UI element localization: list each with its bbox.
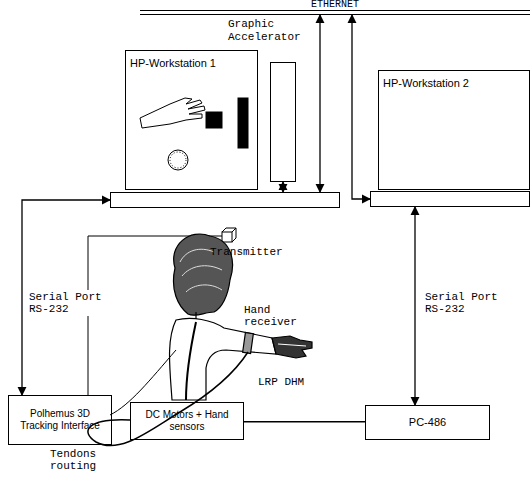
workstation: HP-Workstation 1: [110, 50, 340, 208]
motor-box: DC Motors + Hand sensors: [130, 402, 244, 440]
connector: [282, 182, 283, 192]
edge-label: Serial Port RS-232: [28, 290, 116, 316]
connector: [414, 207, 415, 405]
node-text: HP-Workstation 1: [130, 57, 216, 70]
connector: [352, 15, 370, 199]
pc-box: PC-486: [365, 405, 490, 440]
node-text: ETHERNET: [140, 0, 530, 11]
connector: [319, 15, 320, 192]
transmitter-label: Transmitter: [210, 246, 283, 258]
node-text: PC-486: [409, 416, 446, 429]
edge-label: Serial Port RS-232: [424, 290, 512, 316]
ethernet-bus: ETHERNET: [140, 0, 530, 18]
screen-scene: [140, 98, 248, 170]
operator-figure: [88, 234, 312, 446]
workstation-base: [110, 192, 340, 208]
tracking-interface-box: Polhemus 3D Tracking Interface: [8, 395, 112, 445]
monitor-frame: HP-Workstation 1: [125, 50, 258, 190]
workstation: HP-Workstation 2: [370, 70, 530, 207]
node-text: HP-Workstation 2: [383, 77, 469, 90]
part-label: Tendons routing: [50, 448, 120, 472]
part-label: Hand receiver: [244, 304, 314, 328]
node-text: Polhemus 3D Tracking Interface: [12, 408, 108, 432]
accelerator-box: [270, 62, 296, 182]
monitor-frame: HP-Workstation 2: [378, 70, 530, 190]
node-text: DC Motors + Hand sensors: [134, 409, 240, 433]
graphic-accelerator: Graphic Accelerator: [228, 18, 312, 182]
connector: [244, 421, 365, 422]
node-text: Graphic Accelerator: [228, 18, 312, 44]
part-label: LRP DHM: [258, 376, 304, 388]
workstation-base: [370, 191, 530, 207]
bus-line: [140, 10, 530, 15]
